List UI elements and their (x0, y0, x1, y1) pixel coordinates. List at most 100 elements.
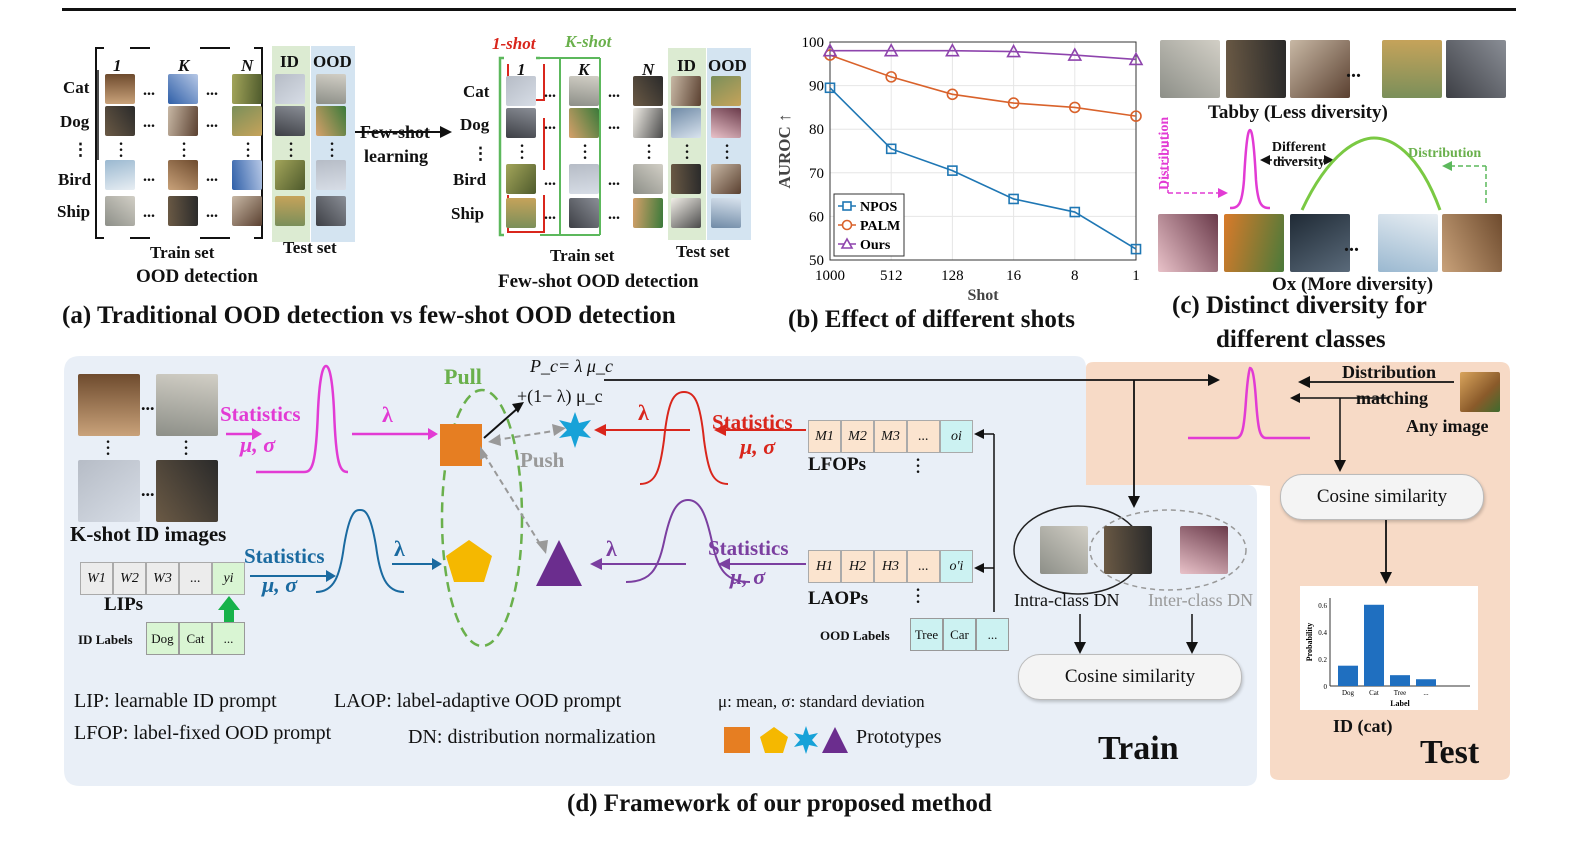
thumbnail-image (232, 106, 262, 136)
data-point-npos (947, 165, 958, 176)
bar-y-tick: 0.2 (1318, 656, 1327, 664)
grid-ellipsis: ... (608, 172, 620, 189)
ood-label-cell: ... (976, 618, 1009, 651)
y-tick-label: 60 (809, 209, 824, 225)
ox-image (1378, 214, 1438, 272)
mu-sigma-purple: μ, σ (730, 564, 766, 589)
col-header-1: 1 (113, 56, 122, 75)
tabby-image (1446, 40, 1506, 98)
tabby-image (1160, 40, 1220, 98)
tabby-image (1382, 40, 1442, 98)
thumbnail-image (671, 164, 701, 194)
lip-cell: W3 (146, 562, 179, 595)
kshot-image (156, 374, 218, 436)
data-point-palm (1007, 97, 1020, 109)
thumbnail-image (232, 160, 262, 190)
thumbnail-image (105, 196, 135, 226)
data-point-npos (1008, 193, 1019, 205)
grid-ellipsis: ... (206, 204, 218, 221)
data-point-ours (1128, 51, 1144, 66)
thumbnail-image (711, 198, 741, 228)
lambda-top-right: λ (638, 400, 649, 425)
dn-image (1040, 526, 1088, 574)
few-shot-ood-title: Few-shot OOD detection (498, 271, 699, 292)
data-point-npos (824, 82, 836, 94)
row-label-ship: Ship (57, 202, 91, 221)
legend-lip: LIP: learnable ID prompt (74, 690, 277, 712)
tabby-image (1226, 40, 1286, 98)
bar-y-label: Probability (1305, 623, 1314, 662)
distribution-right-label: Distribution (1408, 146, 1482, 161)
thumbnail-image (316, 106, 346, 136)
right-row-label-dog: Dog (460, 115, 490, 134)
panel-c-caption-1: (c) Distinct diversity for (1172, 292, 1427, 319)
lfops-label: LFOPs (808, 454, 867, 475)
one-shot-label: 1-shot (492, 34, 536, 53)
grid-ellipsis: ... (143, 82, 155, 99)
data-point-ours (1006, 43, 1021, 58)
statistics-red: Statistics (712, 410, 793, 434)
kshot-image (78, 374, 140, 436)
legend-marker (842, 201, 852, 211)
legend-lfop: LFOP: label-fixed OOD prompt (74, 722, 332, 744)
train-set-right: Train set (550, 246, 615, 265)
legend-prototype-shapes (724, 726, 848, 754)
id-label-cell: Dog (146, 622, 179, 655)
ox-image (1290, 214, 1350, 272)
right-row-label-cat: Cat (463, 82, 490, 101)
y-tick-label: 90 (809, 79, 824, 95)
thumbnail-image (168, 106, 198, 136)
dn-image (1104, 526, 1152, 574)
any-image-thumbnail (1460, 372, 1500, 412)
ox-image (1442, 214, 1502, 272)
framework-diagram (218, 364, 1454, 654)
row-label-dog: Dog (60, 112, 90, 131)
id-header-left: ID (280, 52, 299, 71)
thumbnail-image (168, 160, 198, 190)
thumbnail-image (633, 164, 663, 194)
thumbnail-image (569, 198, 599, 228)
bar-1 (1364, 604, 1384, 686)
grid-ellipsis: ... (544, 206, 556, 223)
right-col-header-k: K (578, 60, 590, 79)
legend-prototypes: Prototypes (856, 726, 942, 748)
test-set-left: Test set (283, 238, 337, 257)
panel-d: ......······ K-shot ID images (0, 350, 1570, 853)
laop-cell: o'i (940, 550, 973, 583)
thumbnail-image (275, 74, 305, 104)
bar-x-tick: Tree (1394, 689, 1407, 697)
thumbnail-image (569, 108, 599, 138)
ood-label-cell: Car (943, 618, 976, 651)
ox-label: Ox (More diversity) (1272, 274, 1434, 295)
panel-a: 1 K N ID OOD Cat Dog ⋮ Bird Ship .......… (0, 0, 760, 340)
series-line-npos (829, 87, 1137, 250)
data-point-palm (1130, 110, 1142, 122)
laop-cell: H1 (808, 550, 841, 583)
thumbnail-image (711, 164, 741, 194)
lip-cell: W2 (113, 562, 146, 595)
data-point-ours (1067, 47, 1083, 61)
lambda-blue: λ (394, 536, 405, 561)
panel-b-caption: (b) Effect of different shots (788, 306, 1075, 333)
thumbnail-image (569, 76, 599, 106)
arrow-label-1: Few-shot (360, 122, 430, 142)
lambda-purple: λ (606, 536, 617, 561)
laop-cell: H3 (874, 550, 907, 583)
thumbnail-image (232, 74, 262, 104)
lambda-top-left: λ (382, 402, 393, 427)
ood-header-left: OOD (313, 52, 352, 71)
data-point-ours (822, 43, 838, 57)
row-label-dots: ⋮ (72, 140, 89, 159)
different-diversity-box: Different diversity (1266, 140, 1332, 170)
data-point-palm (885, 71, 897, 83)
col-header-k: K (178, 56, 190, 75)
legend-dn: DN: distribution normalization (408, 726, 656, 748)
bar-y-tick: 0 (1324, 683, 1328, 691)
data-point-palm (946, 88, 959, 101)
thumbnail-image (316, 196, 346, 226)
push-label: Push (520, 448, 565, 472)
kshot-label: K-shot ID images (70, 522, 227, 546)
ood-labels-title: OOD Labels (820, 628, 890, 643)
